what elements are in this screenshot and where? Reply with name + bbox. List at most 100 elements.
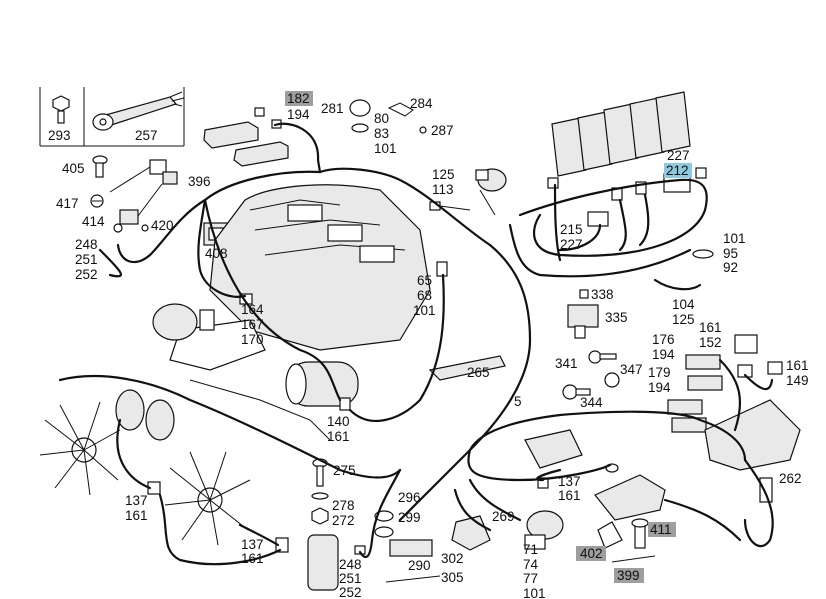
svg-text:176: 176 — [652, 332, 675, 347]
label-252-bottom: 252 — [339, 585, 362, 599]
bolt-293-drawing — [52, 95, 70, 124]
label-161-far-right: 161 — [786, 358, 809, 373]
svg-text:182: 182 — [287, 91, 310, 106]
label-293: 293 — [48, 128, 71, 143]
label-65: 65 — [417, 273, 432, 288]
svg-text:252: 252 — [75, 267, 98, 282]
svg-text:137: 137 — [558, 474, 581, 489]
label-161-bottom: 161 — [241, 551, 264, 566]
label-113: 113 — [432, 182, 454, 197]
inset-frame — [39, 87, 185, 147]
label-182-highlighted: 182 — [285, 91, 313, 106]
svg-text:402: 402 — [580, 546, 603, 561]
svg-text:215: 215 — [560, 222, 583, 237]
svg-text:257: 257 — [135, 128, 158, 143]
label-212-highlighted: 212 — [664, 163, 692, 178]
svg-text:212: 212 — [666, 163, 689, 178]
svg-text:414: 414 — [82, 214, 105, 229]
label-167: 167 — [241, 317, 264, 332]
svg-text:179: 179 — [648, 365, 671, 380]
label-269: 269 — [492, 509, 515, 524]
nut-347-drawing — [604, 372, 620, 388]
label-347: 347 — [620, 362, 643, 377]
svg-text:140: 140 — [327, 414, 350, 429]
bolt-341-drawing — [588, 350, 617, 364]
pump-269-drawing — [524, 510, 564, 550]
label-402-highlighted: 402 — [576, 546, 606, 561]
svg-text:5: 5 — [514, 394, 522, 409]
label-257: 257 — [135, 128, 158, 143]
svg-text:95: 95 — [723, 246, 738, 261]
label-417: 417 — [56, 196, 79, 211]
harness-wires — [58, 122, 774, 566]
svg-text:74: 74 — [523, 557, 539, 572]
label-420: 420 — [151, 218, 174, 233]
svg-text:83: 83 — [374, 126, 389, 141]
label-176: 176 — [652, 332, 675, 347]
label-290: 290 — [408, 558, 431, 573]
svg-text:227: 227 — [560, 237, 583, 252]
label-248: 248 — [75, 237, 98, 252]
label-272: 272 — [332, 513, 355, 528]
svg-text:248: 248 — [75, 237, 98, 252]
label-262: 262 — [779, 471, 802, 486]
label-101-mid: 101 — [413, 303, 436, 318]
label-161-right: 161 — [699, 320, 722, 335]
label-125-right: 125 — [672, 312, 695, 327]
label-101: 101 — [374, 141, 397, 156]
svg-text:101: 101 — [523, 586, 546, 599]
svg-text:302: 302 — [441, 551, 464, 566]
label-161-center: 161 — [327, 429, 350, 444]
label-265: 265 — [467, 365, 490, 380]
svg-text:287: 287 — [431, 123, 454, 138]
label-305: 305 — [441, 570, 464, 585]
svg-text:405: 405 — [62, 161, 85, 176]
canister-248-drawing — [307, 534, 366, 591]
label-248-bottom: 248 — [339, 557, 362, 572]
label-161-left: 161 — [125, 508, 148, 523]
label-335: 335 — [605, 310, 628, 325]
svg-text:251: 251 — [75, 252, 98, 267]
svg-text:344: 344 — [580, 395, 603, 410]
valve-335-drawing — [567, 289, 599, 339]
part-281-drawing — [349, 99, 371, 133]
svg-text:71: 71 — [523, 542, 538, 557]
svg-text:281: 281 — [321, 101, 344, 116]
part-402-399-drawing — [594, 463, 666, 563]
svg-text:167: 167 — [241, 317, 264, 332]
svg-text:262: 262 — [779, 471, 802, 486]
label-284: 284 — [410, 96, 433, 111]
svg-text:104: 104 — [672, 297, 695, 312]
bracket-396-drawing — [149, 159, 178, 185]
svg-text:161: 161 — [125, 508, 148, 523]
label-278: 278 — [332, 498, 355, 513]
label-399-highlighted: 399 — [614, 568, 644, 583]
svg-text:77: 77 — [523, 571, 538, 586]
label-194-lower: 194 — [648, 380, 671, 395]
label-411-highlighted: 411 — [648, 522, 676, 537]
label-251-bottom: 251 — [339, 571, 362, 586]
svg-text:341: 341 — [555, 356, 578, 371]
label-101-right: 101 — [723, 231, 746, 246]
fan-center-drawing — [164, 451, 251, 546]
label-344: 344 — [580, 395, 603, 410]
label-341: 341 — [555, 356, 578, 371]
svg-text:80: 80 — [374, 111, 389, 126]
svg-text:284: 284 — [410, 96, 433, 111]
label-83: 83 — [374, 126, 389, 141]
part-101-95-92-drawing — [692, 249, 714, 259]
bracket-265-drawing — [428, 355, 506, 381]
svg-text:411: 411 — [650, 522, 672, 537]
svg-text:137: 137 — [241, 537, 264, 552]
label-137-bottom: 137 — [241, 537, 264, 552]
svg-text:101: 101 — [723, 231, 746, 246]
svg-text:408: 408 — [205, 246, 228, 261]
svg-text:101: 101 — [374, 141, 397, 156]
label-5: 5 — [514, 394, 522, 409]
label-101-bottom: 101 — [523, 586, 546, 599]
svg-text:417: 417 — [56, 196, 79, 211]
svg-text:194: 194 — [287, 107, 310, 122]
bolt-344-drawing — [562, 384, 591, 400]
svg-text:305: 305 — [441, 570, 464, 585]
